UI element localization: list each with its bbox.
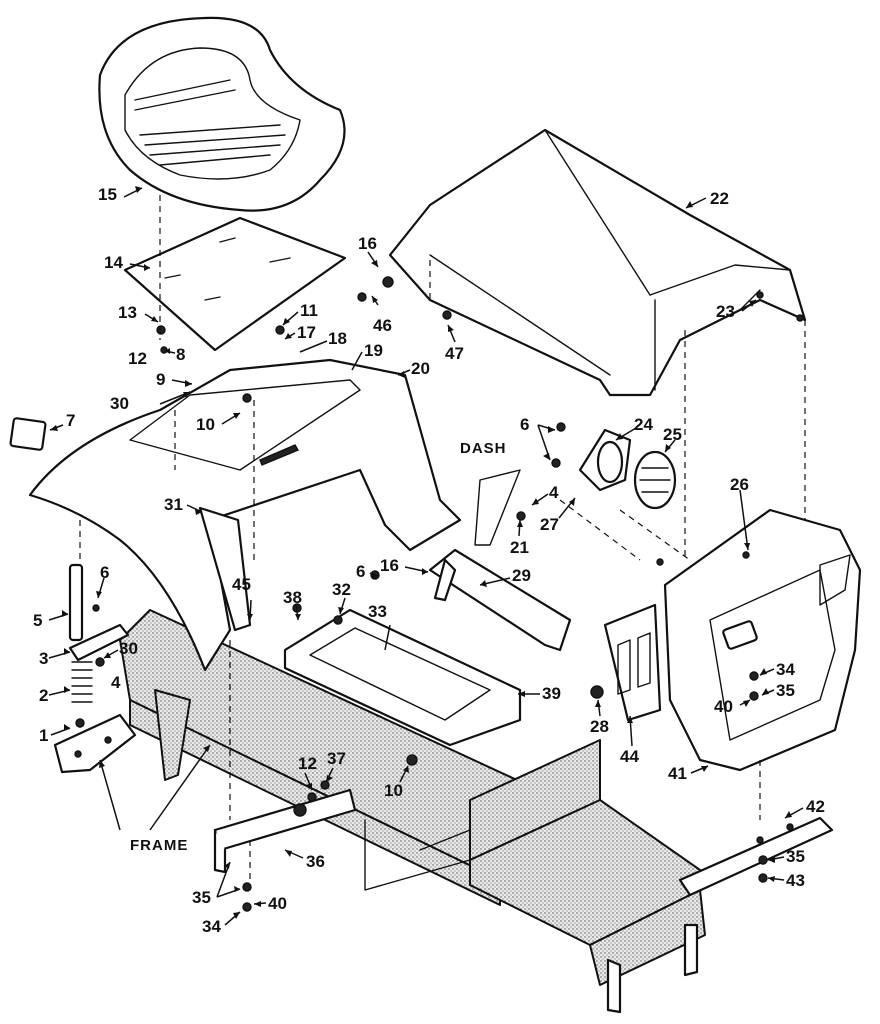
callout-4-b: 4 xyxy=(111,673,121,692)
callout-numbers: 15 14 13 12 8 11 17 18 19 20 9 30 10 7 1… xyxy=(33,185,825,936)
callout-35-c: 35 xyxy=(192,888,211,907)
callout-13: 13 xyxy=(118,303,137,322)
callout-32: 32 xyxy=(332,580,351,599)
callout-37: 37 xyxy=(327,749,346,768)
callout-39: 39 xyxy=(542,684,561,703)
callout-24: 24 xyxy=(634,415,653,434)
callout-42: 42 xyxy=(806,797,825,816)
callout-10: 10 xyxy=(196,415,215,434)
callout-28: 28 xyxy=(590,717,609,736)
fender xyxy=(9,358,462,672)
callout-30: 30 xyxy=(110,394,129,413)
grille xyxy=(603,508,862,772)
frame xyxy=(53,609,834,1014)
callout-19: 19 xyxy=(364,341,383,360)
callout-6-c: 6 xyxy=(356,562,365,581)
callout-44: 44 xyxy=(620,747,639,766)
callout-43: 43 xyxy=(786,871,805,890)
callout-26: 26 xyxy=(730,475,749,494)
callout-20: 20 xyxy=(411,359,430,378)
dash-panel xyxy=(428,469,572,652)
text-labels: DASH FRAME xyxy=(130,440,507,854)
headlight-assembly xyxy=(578,428,677,510)
callout-45: 45 xyxy=(232,575,251,594)
callout-11: 11 xyxy=(300,301,318,320)
battery-tray xyxy=(283,608,522,747)
callout-23: 23 xyxy=(716,302,735,321)
seat xyxy=(98,16,346,212)
callout-18: 18 xyxy=(328,329,347,348)
callout-10-b: 10 xyxy=(384,781,403,800)
callout-16-b: 16 xyxy=(380,556,399,575)
callout-35: 35 xyxy=(776,681,795,700)
leader-lines xyxy=(48,186,804,926)
callout-41: 41 xyxy=(668,764,687,783)
callout-33: 33 xyxy=(368,602,387,621)
callout-6: 6 xyxy=(520,415,529,434)
callout-46: 46 xyxy=(373,316,392,335)
callout-17: 17 xyxy=(297,323,316,342)
callout-12-b: 12 xyxy=(298,754,317,773)
callout-14: 14 xyxy=(104,253,123,272)
callout-31: 31 xyxy=(164,495,183,514)
callout-34-b: 34 xyxy=(202,917,221,936)
callout-40-b: 40 xyxy=(268,894,287,913)
callout-4: 4 xyxy=(549,483,559,502)
callout-8: 8 xyxy=(176,345,185,364)
callout-6-b: 6 xyxy=(100,563,109,582)
callout-7: 7 xyxy=(66,411,75,430)
callout-15: 15 xyxy=(98,185,117,204)
dash-label: DASH xyxy=(460,440,507,457)
callout-35-b: 35 xyxy=(786,847,805,866)
callout-9: 9 xyxy=(156,370,165,389)
callout-27: 27 xyxy=(540,515,559,534)
callout-5: 5 xyxy=(33,611,42,630)
callout-16: 16 xyxy=(358,234,377,253)
callout-1: 1 xyxy=(39,726,48,745)
callout-12: 12 xyxy=(128,349,147,368)
callout-40: 40 xyxy=(714,697,733,716)
alignment-lines xyxy=(79,195,806,880)
frame-label: FRAME xyxy=(130,837,188,854)
callout-36: 36 xyxy=(306,852,325,871)
callout-21: 21 xyxy=(510,538,529,557)
callout-29: 29 xyxy=(512,566,531,585)
callout-34: 34 xyxy=(776,660,795,679)
callout-38: 38 xyxy=(283,588,302,607)
callout-47: 47 xyxy=(445,344,464,363)
callout-3: 3 xyxy=(39,649,48,668)
callout-30-b: 30 xyxy=(119,639,138,658)
seat-pan xyxy=(123,216,347,352)
callout-22: 22 xyxy=(710,189,729,208)
callout-25: 25 xyxy=(663,425,682,444)
hardware xyxy=(68,276,768,912)
callout-2: 2 xyxy=(39,686,48,705)
